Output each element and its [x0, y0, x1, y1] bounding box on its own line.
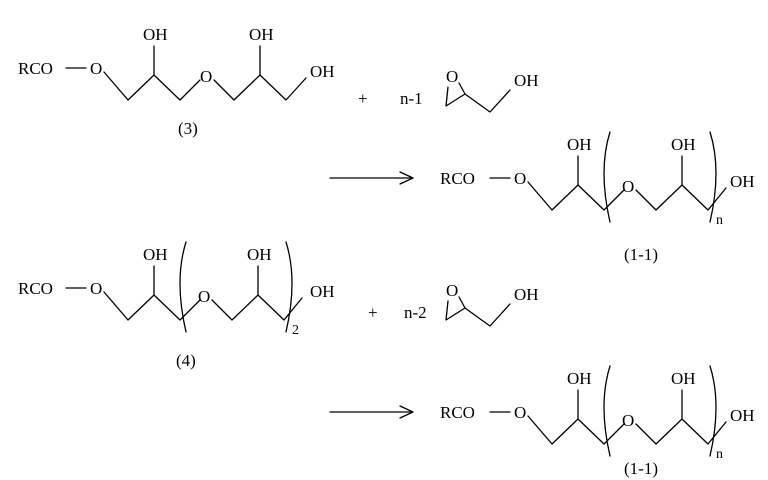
rco-text: RCO: [18, 59, 53, 78]
glycidol-chain: [464, 89, 511, 113]
zigzag-chain: [103, 291, 201, 321]
oh-text: OH: [567, 369, 592, 388]
repeat-bracket-right: [709, 365, 717, 457]
plus-sign: +: [368, 303, 378, 322]
epoxide-o-text: O: [446, 281, 458, 300]
zigzag-chain: [213, 74, 307, 101]
rco-text: RCO: [440, 403, 475, 422]
compound-label-1-1: (1-1): [624, 459, 658, 478]
rco-text: RCO: [440, 169, 475, 188]
ether-o-text: O: [200, 67, 212, 86]
oh-text: OH: [310, 62, 335, 81]
compound-label-1-1: (1-1): [624, 245, 658, 264]
oh-text: OH: [514, 71, 539, 90]
compound-label-4: (4): [176, 351, 196, 370]
repeat-bracket-right: [709, 131, 717, 223]
oh-text: OH: [567, 135, 592, 154]
ester-o-text: O: [90, 279, 102, 298]
oh-text: OH: [249, 25, 274, 44]
epoxide-ring: [445, 82, 466, 107]
subscript-n: n: [716, 447, 723, 462]
reaction-arrow-1: [329, 171, 414, 185]
compound-label-3: (3): [178, 119, 198, 138]
ether-o-text: O: [622, 411, 634, 430]
oh-text: OH: [310, 282, 335, 301]
subscript-n: n: [716, 213, 723, 228]
oh-text: OH: [143, 25, 168, 44]
plus-sign: +: [358, 89, 368, 108]
zigzag-chain: [527, 181, 625, 211]
repeat-bracket-left: [179, 241, 187, 333]
epoxide-o-text: O: [446, 67, 458, 86]
glycidol-2: O OH: [445, 281, 539, 327]
repeat-bracket-right: [285, 241, 293, 333]
epoxide-ring: [445, 296, 466, 321]
reaction-arrow-2: [329, 405, 414, 419]
oh-text: OH: [730, 172, 755, 191]
ester-o-text: O: [514, 403, 526, 422]
glycidol-chain: [464, 303, 511, 327]
ester-o-text: O: [90, 59, 102, 78]
oh-text: OH: [247, 245, 272, 264]
repeat-bracket-left: [603, 131, 611, 223]
ether-o-text: O: [198, 287, 210, 306]
oh-text: OH: [671, 135, 696, 154]
ester-o-text: O: [514, 169, 526, 188]
zigzag-chain: [527, 415, 625, 445]
coefficient-text: n-1: [400, 89, 423, 108]
oh-text: OH: [671, 369, 696, 388]
oh-text: OH: [514, 285, 539, 304]
oh-text: OH: [143, 245, 168, 264]
zigzag-chain: [103, 71, 201, 101]
product-1-1-top: RCO O OH O OH n OH: [440, 131, 755, 228]
oh-text: OH: [730, 406, 755, 425]
coefficient-text: n-2: [404, 303, 427, 322]
product-1-1-bottom: RCO O OH O OH n OH: [440, 365, 755, 462]
compound-4: RCO O OH O OH 2 OH: [18, 241, 335, 338]
compound-3: RCO O OH O OH OH: [18, 25, 335, 101]
subscript-2: 2: [292, 323, 299, 338]
rco-text: RCO: [18, 279, 53, 298]
repeat-bracket-left: [603, 365, 611, 457]
ether-o-text: O: [622, 177, 634, 196]
glycidol-1: O OH: [445, 67, 539, 113]
